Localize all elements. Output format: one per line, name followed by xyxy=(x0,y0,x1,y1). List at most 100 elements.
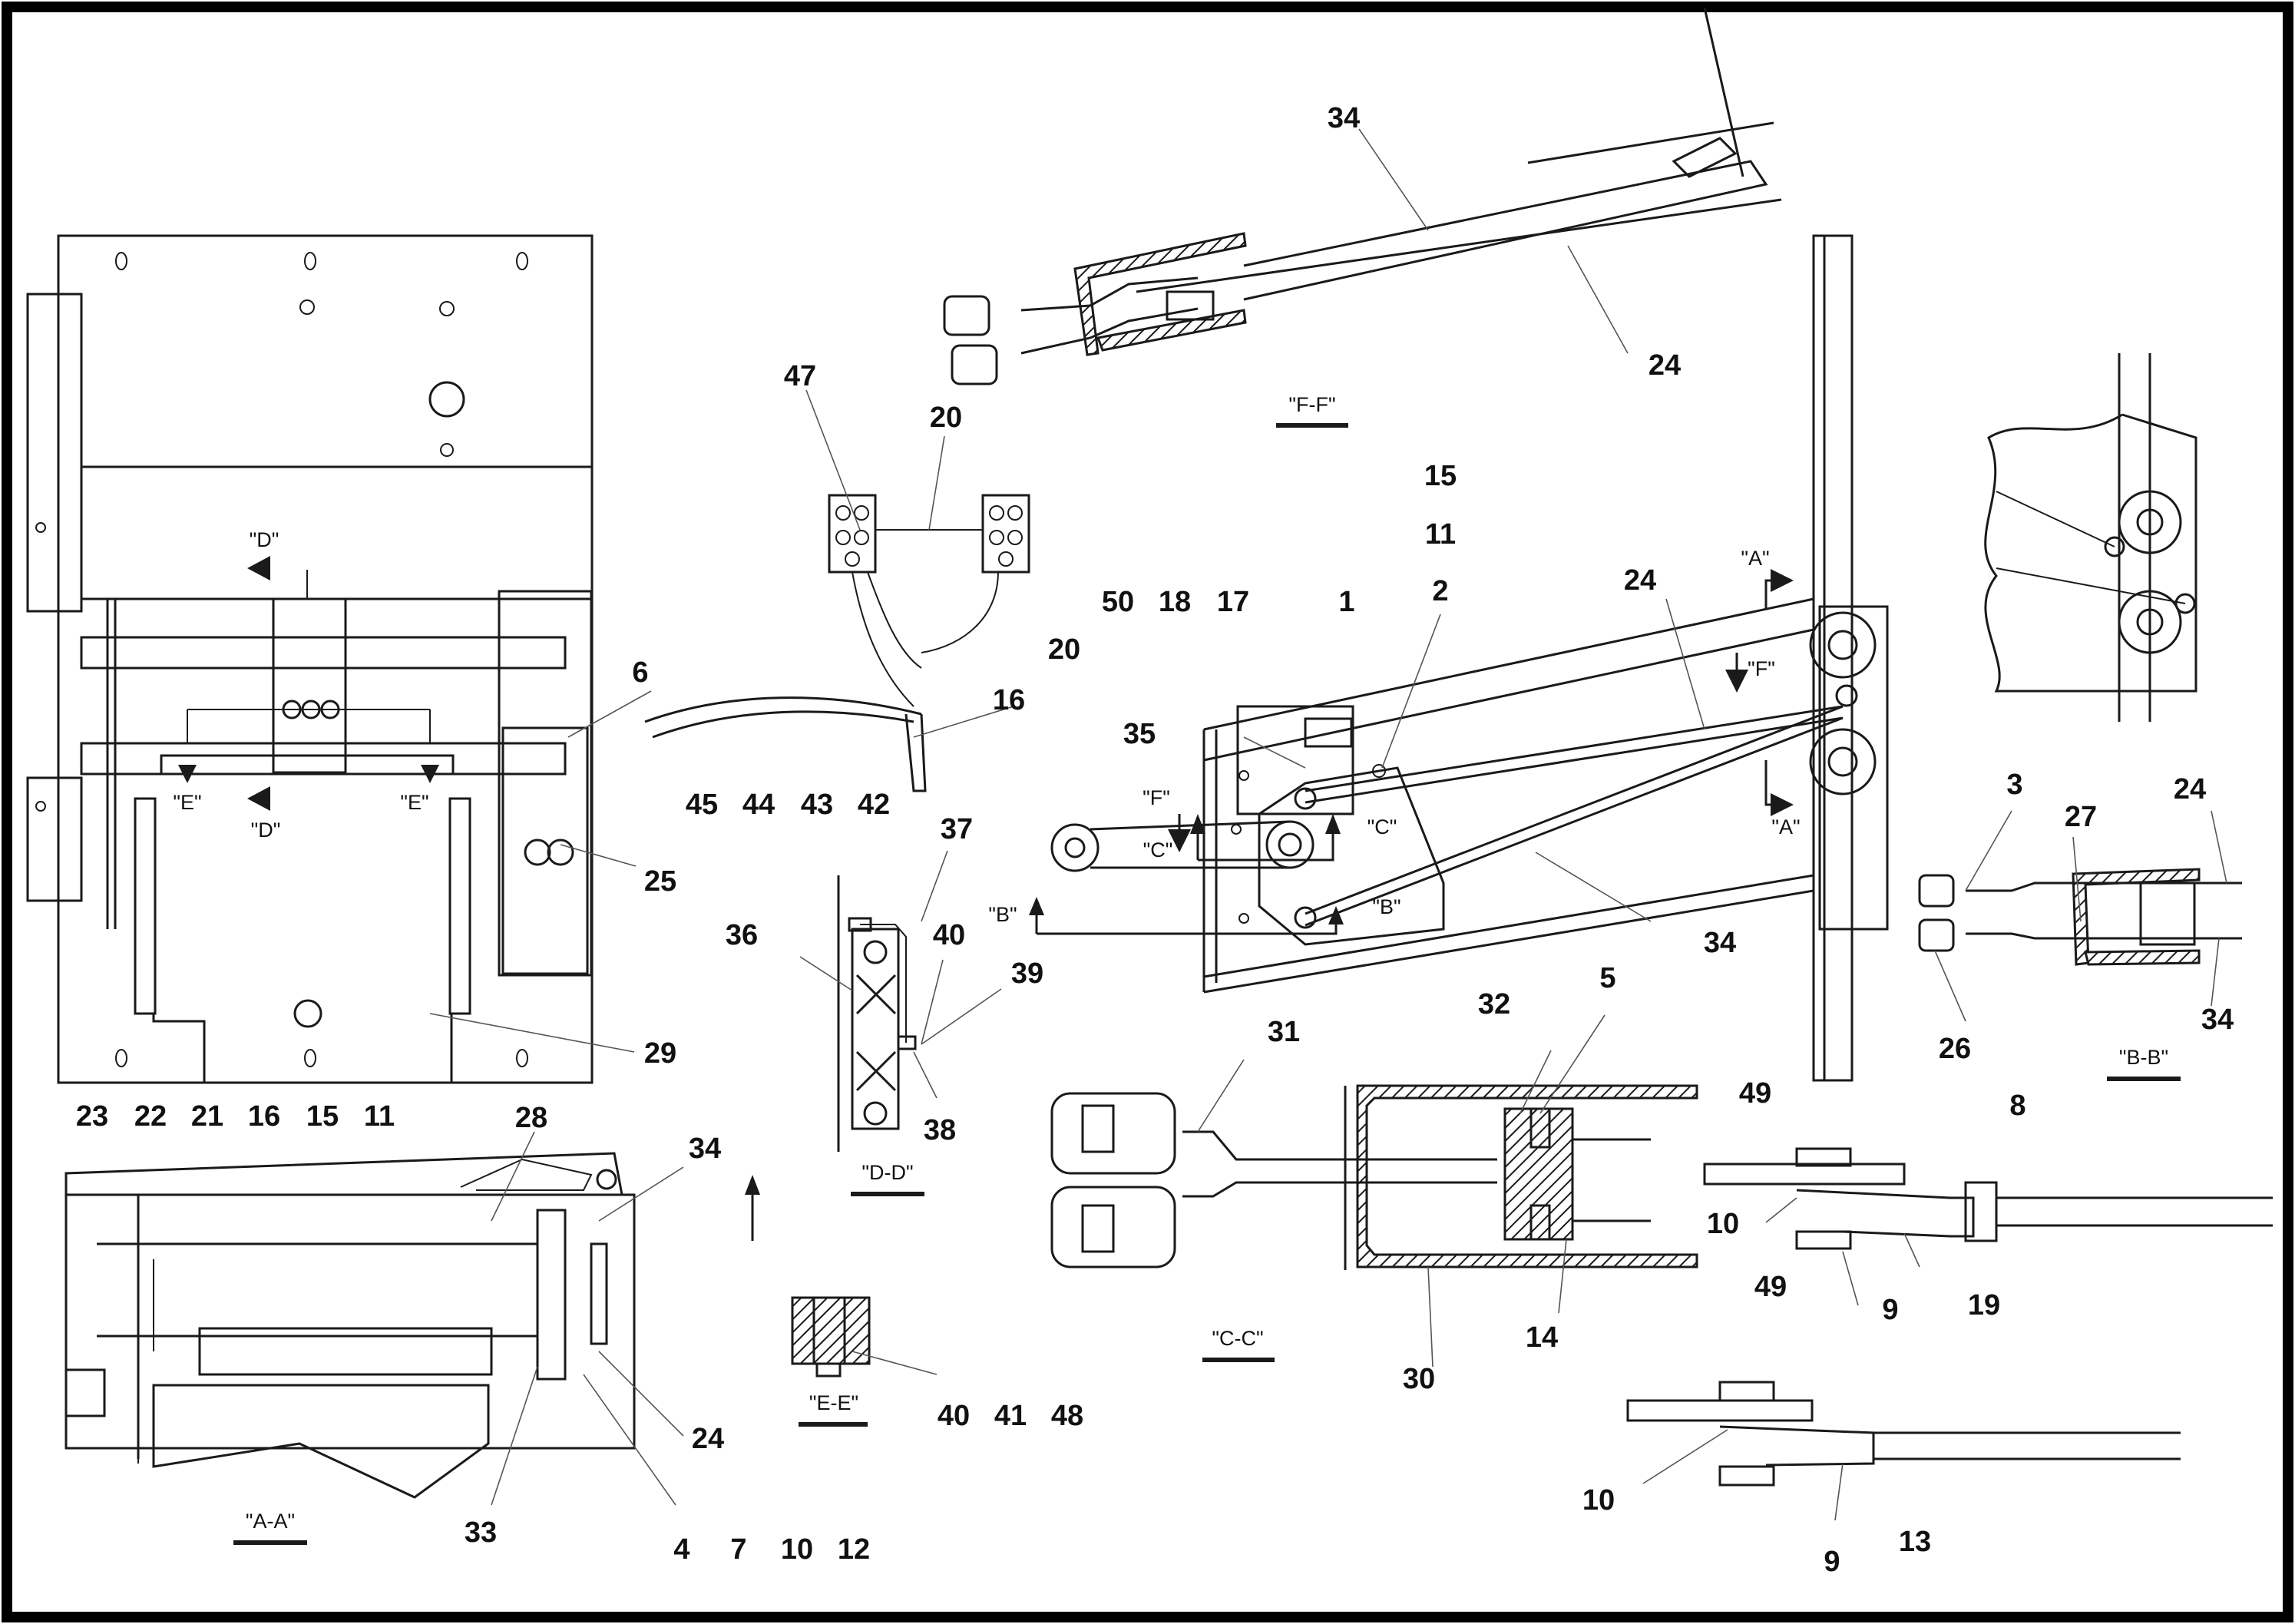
section-marker-c-right: "C" xyxy=(1367,815,1397,838)
callout-dd-37: 37 xyxy=(941,813,973,845)
section-marker-f-left: "F" xyxy=(1143,786,1170,809)
callout-main-17: 17 xyxy=(1217,586,1249,618)
rod-detail-upper xyxy=(1703,1147,2273,1250)
leader-lines xyxy=(429,128,2227,1521)
callout-row-23: 23 xyxy=(76,1100,108,1133)
callout-main-2: 2 xyxy=(1432,575,1448,607)
view-title-e-e: "E-E" xyxy=(809,1391,858,1414)
callout-row-4: 4 xyxy=(673,1533,689,1566)
view-c-c xyxy=(1050,1084,1698,1270)
view-b-b xyxy=(1918,868,2242,966)
callout-row-43: 43 xyxy=(801,789,833,821)
callout-main-15: 15 xyxy=(1424,460,1457,492)
callout-row-44: 44 xyxy=(742,789,775,821)
callout-aa-24: 24 xyxy=(692,1423,724,1455)
callout-row-11: 11 xyxy=(364,1100,395,1133)
main-assembly-markers: "A" "A" "F" "F" "C" "C" "B" "B" xyxy=(988,547,1801,935)
callout-rod-8: 8 xyxy=(2009,1090,2025,1122)
callout-numbers: 34 24 47 20 20 16 15 11 50 18 17 1 2 24 … xyxy=(76,102,2234,1578)
view-title-c-c: "C-C" xyxy=(1212,1327,1263,1350)
callout-rod-9a: 9 xyxy=(1882,1294,1898,1326)
callout-left-25: 25 xyxy=(644,865,676,898)
callout-left-29: 29 xyxy=(644,1037,676,1070)
callout-aa-33: 33 xyxy=(465,1517,497,1549)
section-marker-b-left: "B" xyxy=(988,903,1017,926)
callout-wire-47: 47 xyxy=(784,360,816,392)
section-marker-c-left: "C" xyxy=(1143,838,1173,862)
view-d-d xyxy=(837,875,917,1152)
view-title-a-a: "A-A" xyxy=(246,1510,295,1533)
view-f-f xyxy=(943,7,1782,385)
callout-ee-41: 41 xyxy=(994,1400,1027,1432)
section-marker-d-bottom: "D" xyxy=(251,819,281,842)
view-title-d-d: "D-D" xyxy=(861,1161,913,1184)
view-e-e xyxy=(791,1296,871,1378)
callout-bb-27: 27 xyxy=(2065,801,2097,833)
view-title-f-f: "F-F" xyxy=(1288,393,1335,416)
callout-cc-32: 32 xyxy=(1478,988,1510,1020)
callout-row-22: 22 xyxy=(134,1100,167,1133)
callout-dd-36: 36 xyxy=(726,919,758,951)
section-marker-b-right: "B" xyxy=(1372,895,1400,918)
section-marker-d-top: "D" xyxy=(250,528,279,551)
callout-rod-9b: 9 xyxy=(1824,1546,1840,1578)
callout-cc-14: 14 xyxy=(1526,1321,1558,1354)
callout-ff-24: 24 xyxy=(1648,349,1681,382)
callout-main-24: 24 xyxy=(1624,564,1656,597)
section-marker-e-left: "E" xyxy=(173,791,201,814)
callout-bb-26: 26 xyxy=(1939,1033,1971,1065)
callout-left-6: 6 xyxy=(632,657,648,689)
callout-rod-49b: 49 xyxy=(1754,1271,1787,1303)
callout-aa-34: 34 xyxy=(689,1133,721,1165)
callout-row-10: 10 xyxy=(781,1533,813,1566)
section-marker-a-top: "A" xyxy=(1741,547,1769,570)
callout-row-21: 21 xyxy=(191,1100,223,1133)
callout-wire-20a: 20 xyxy=(930,402,962,434)
callout-bb-34: 34 xyxy=(2201,1004,2234,1036)
callout-cc-30: 30 xyxy=(1403,1363,1435,1395)
callout-row-45: 45 xyxy=(686,789,718,821)
callout-rod-10b: 10 xyxy=(1582,1484,1615,1517)
callout-dd-40: 40 xyxy=(933,919,965,951)
callout-aa-28: 28 xyxy=(515,1102,547,1134)
callout-rod-10a: 10 xyxy=(1707,1208,1739,1240)
callout-row-12: 12 xyxy=(838,1533,870,1566)
callout-main-11: 11 xyxy=(1425,518,1456,551)
left-plan-view xyxy=(26,234,594,1084)
callout-ee-40: 40 xyxy=(938,1400,970,1432)
wiring-sketch xyxy=(644,494,1030,792)
callout-rod-13: 13 xyxy=(1899,1526,1931,1558)
callout-row-15: 15 xyxy=(306,1100,339,1133)
callout-rod-49a: 49 xyxy=(1739,1077,1771,1110)
callout-cc-31: 31 xyxy=(1268,1016,1300,1048)
callout-row-42: 42 xyxy=(858,789,890,821)
callout-main-50: 50 xyxy=(1102,586,1134,618)
callout-main-34: 34 xyxy=(1704,927,1736,959)
callout-bb-24: 24 xyxy=(2174,773,2206,805)
callout-dd-38: 38 xyxy=(924,1114,956,1146)
detail-broken-view xyxy=(1984,353,2197,722)
section-marker-e-right: "E" xyxy=(400,791,428,814)
callout-main-35: 35 xyxy=(1123,718,1156,750)
callout-bb-3: 3 xyxy=(2006,769,2022,801)
callout-ff-34: 34 xyxy=(1328,102,1360,134)
callout-wire-16: 16 xyxy=(993,684,1025,716)
callout-wire-20b: 20 xyxy=(1048,633,1080,666)
callout-main-1: 1 xyxy=(1338,586,1354,618)
section-marker-f-right: "F" xyxy=(1748,657,1775,680)
view-titles: "F-F" "A-A" "B-B" "C-C" "D-D" "E-E" xyxy=(233,393,2181,1545)
callout-dd-39: 39 xyxy=(1011,958,1043,990)
section-marker-a-bottom: "A" xyxy=(1771,815,1800,838)
view-a-a xyxy=(64,1152,636,1499)
callout-cc-5: 5 xyxy=(1599,962,1615,994)
rod-detail-lower xyxy=(1626,1381,2181,1487)
callout-rod-19: 19 xyxy=(1968,1289,2000,1321)
callout-main-18: 18 xyxy=(1159,586,1191,618)
left-plan-view-markers: "D" "D" "E" "E" xyxy=(173,528,439,842)
direction-arrow xyxy=(745,1175,760,1241)
view-title-b-b: "B-B" xyxy=(2119,1046,2168,1069)
callout-ee-48: 48 xyxy=(1051,1400,1083,1432)
callout-row-16: 16 xyxy=(248,1100,280,1133)
